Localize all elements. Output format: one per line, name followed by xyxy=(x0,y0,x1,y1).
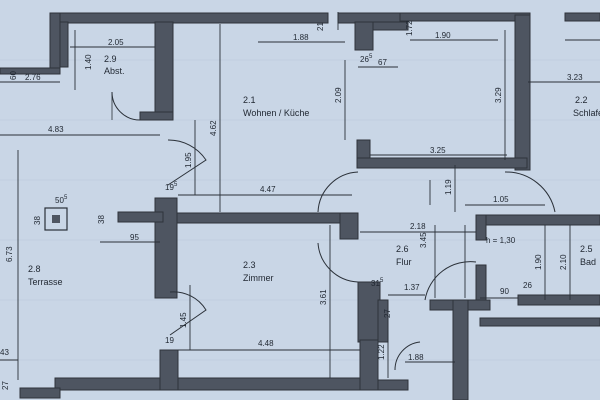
dim-label: 3.61 xyxy=(319,289,328,305)
dim-label: 1.95 xyxy=(184,152,193,168)
dim-label: 1.05 xyxy=(493,195,509,204)
room-2-8-name: Terrasse xyxy=(28,277,63,287)
dimension-lines xyxy=(0,12,600,380)
room-2-6-number: 2.6 xyxy=(396,244,409,254)
dim-label: 38 xyxy=(33,216,42,225)
dim-label: 1.88 xyxy=(293,33,309,42)
dim-label: 3.25 xyxy=(430,146,446,155)
room-2-1-name: Wohnen / Küche xyxy=(243,108,309,118)
dim-label: 60 xyxy=(9,71,18,80)
room-2-9-number: 2.9 xyxy=(104,54,117,64)
dim-label: 6.73 xyxy=(5,246,14,262)
room-2-3-number: 2.3 xyxy=(243,260,256,270)
dim-label: 2.05 xyxy=(108,38,124,47)
dim-label: 1.88 xyxy=(408,353,424,362)
dim-label: 2.09 xyxy=(334,87,343,103)
dim-label: 90 xyxy=(500,287,509,296)
room-labels: 2.9 Abst. 2.1 Wohnen / Küche 2.2 Schlafe… xyxy=(28,54,600,287)
dim-superscript: 5 xyxy=(369,54,373,60)
room-2-1-number: 2.1 xyxy=(243,95,256,105)
dim-label: 43 xyxy=(0,348,9,357)
dim-label: 4.62 xyxy=(209,120,218,136)
dim-label: 2.18 xyxy=(410,222,426,231)
dim-label: 1.22 xyxy=(377,344,386,360)
door-swings xyxy=(111,91,556,371)
dim-label: h = 1,30 xyxy=(486,236,516,245)
room-2-6-name: Flur xyxy=(396,257,412,267)
dim-label: 1.90 xyxy=(435,31,451,40)
dim-label: 3.29 xyxy=(494,87,503,103)
dim-label: 67 xyxy=(378,58,387,67)
dim-label: 26 xyxy=(360,55,369,64)
dim-label: 95 xyxy=(130,233,139,242)
dim-label: 1.72 xyxy=(405,20,414,36)
dim-label: 4.47 xyxy=(260,185,276,194)
dim-label: 31 xyxy=(371,279,380,288)
dim-label: 27 xyxy=(383,309,392,318)
room-2-2-name: Schlafe xyxy=(573,108,600,118)
dim-label: 1.90 xyxy=(534,254,543,270)
dim-label: 21 xyxy=(316,22,325,31)
dim-label: 27 xyxy=(1,381,10,390)
room-2-5-name: Bad xyxy=(580,257,596,267)
dim-label: 38 xyxy=(97,215,106,224)
dim-label: 50 xyxy=(55,196,64,205)
dimension-labels: 2.05 1.40 1.88 21 1.72 1.90 26 5 67 2.09… xyxy=(0,20,583,390)
dim-label: 1.40 xyxy=(84,54,93,70)
dim-label: 26 xyxy=(523,281,532,290)
dim-label: 3.45 xyxy=(419,232,428,248)
room-2-2-number: 2.2 xyxy=(575,95,588,105)
walls xyxy=(0,12,600,400)
dim-superscript: 5 xyxy=(174,182,178,188)
dim-label: 4.48 xyxy=(258,339,274,348)
dim-label: 2.10 xyxy=(559,254,568,270)
dim-label: 19 xyxy=(165,183,174,192)
room-2-8-number: 2.8 xyxy=(28,264,41,274)
dim-label: 1.19 xyxy=(444,179,453,195)
dim-label: 19 xyxy=(165,336,174,345)
room-2-3-name: Zimmer xyxy=(243,273,274,283)
dim-label: 4.83 xyxy=(48,125,64,134)
room-2-5-number: 2.5 xyxy=(580,244,593,254)
dim-label: 1.45 xyxy=(179,312,188,328)
paper-lines xyxy=(0,59,600,361)
dim-label: 2.76 xyxy=(25,73,41,82)
dim-label: 3.23 xyxy=(567,73,583,82)
dim-superscript: 5 xyxy=(64,195,68,201)
dim-superscript: 5 xyxy=(380,278,384,284)
room-2-9-name: Abst. xyxy=(104,66,125,76)
dim-label: 1.37 xyxy=(404,283,420,292)
